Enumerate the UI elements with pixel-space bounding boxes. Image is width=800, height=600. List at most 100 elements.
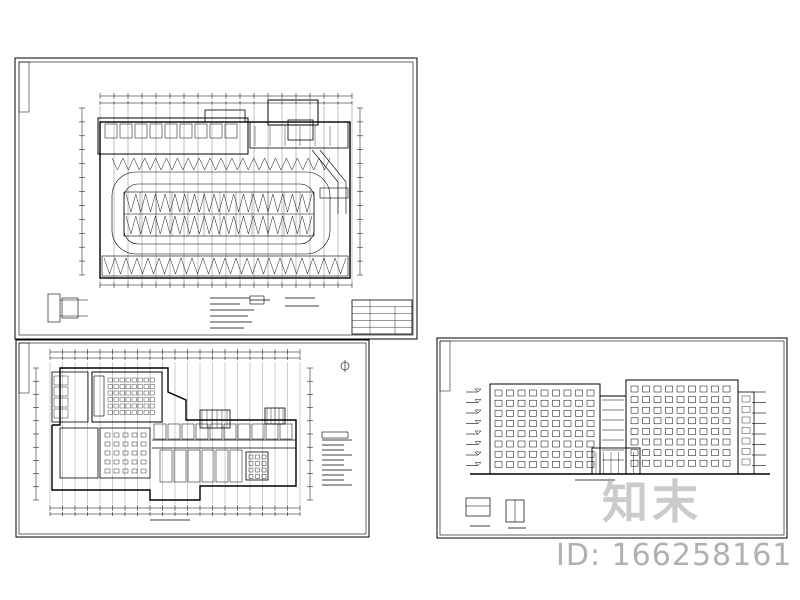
binding-strip xyxy=(439,340,451,392)
window xyxy=(676,438,685,446)
window xyxy=(517,440,526,448)
room xyxy=(59,427,99,479)
window xyxy=(586,430,595,438)
room-cell xyxy=(167,423,181,440)
window xyxy=(630,406,639,414)
window xyxy=(575,420,583,427)
window xyxy=(517,410,526,417)
window xyxy=(529,430,537,438)
room-cell xyxy=(181,423,195,440)
desk xyxy=(113,459,120,465)
window xyxy=(563,461,572,468)
window xyxy=(711,428,719,435)
auditorium-seat xyxy=(119,397,125,402)
desk xyxy=(113,468,120,474)
level-triangle xyxy=(474,441,482,445)
window xyxy=(494,461,503,468)
room-cell xyxy=(237,423,251,440)
parking-stalls xyxy=(125,215,313,235)
auditorium-seat xyxy=(119,377,125,383)
window xyxy=(630,459,639,467)
room xyxy=(287,119,314,141)
level-triangle xyxy=(474,462,482,466)
desk xyxy=(122,441,129,447)
room xyxy=(51,371,89,423)
window xyxy=(517,450,526,458)
window xyxy=(688,396,696,403)
window xyxy=(676,417,685,425)
auditorium-seat xyxy=(113,377,119,383)
auditorium-seat xyxy=(131,384,137,389)
desk xyxy=(140,432,147,438)
room-cell xyxy=(153,423,167,440)
desk xyxy=(131,468,138,474)
desk xyxy=(122,432,129,438)
auditorium-seat xyxy=(149,377,155,383)
window xyxy=(688,459,696,467)
auditorium-seat xyxy=(137,384,143,389)
auditorium-seat xyxy=(131,377,137,383)
window xyxy=(688,428,696,435)
window xyxy=(642,417,650,425)
window xyxy=(665,406,673,414)
desk xyxy=(261,474,267,479)
auditorium-seat xyxy=(149,397,155,402)
desk xyxy=(261,454,267,460)
window xyxy=(653,428,662,435)
window xyxy=(711,449,719,456)
window xyxy=(586,450,595,458)
desk xyxy=(140,441,147,447)
window xyxy=(665,438,673,446)
window xyxy=(699,428,708,435)
window xyxy=(653,459,662,467)
room-cell xyxy=(53,375,69,386)
window xyxy=(540,450,549,458)
auditorium-seat xyxy=(143,410,149,415)
sheet-frame xyxy=(436,337,788,539)
room-cell xyxy=(209,423,223,440)
auditorium-seat xyxy=(113,410,119,415)
sheet-inner-border xyxy=(18,61,414,336)
window xyxy=(741,458,751,466)
ramp-label-box xyxy=(319,187,349,199)
auditorium-seat xyxy=(131,397,137,402)
window xyxy=(552,440,560,448)
auditorium-seat xyxy=(119,390,125,396)
window xyxy=(722,428,731,435)
window xyxy=(586,440,595,448)
window xyxy=(552,450,560,458)
window xyxy=(665,396,673,403)
window xyxy=(552,461,560,468)
level-triangle xyxy=(474,399,482,403)
window xyxy=(540,399,549,407)
window xyxy=(699,417,708,425)
parking-stalls xyxy=(111,157,331,171)
window xyxy=(494,450,503,458)
auditorium-seat xyxy=(125,397,131,402)
window xyxy=(506,410,514,417)
window xyxy=(630,385,639,393)
desk xyxy=(255,461,260,466)
sheet-parking-floor-plan xyxy=(14,57,418,340)
desk xyxy=(140,450,147,456)
window xyxy=(699,459,708,467)
window xyxy=(586,461,595,468)
binding-strip xyxy=(18,61,30,113)
auditorium-seat xyxy=(107,403,113,409)
window xyxy=(688,438,696,446)
room-cell xyxy=(229,449,243,483)
window xyxy=(722,417,731,425)
auditorium-seat xyxy=(119,384,125,389)
auditorium-seat xyxy=(125,410,131,415)
auditorium-seat xyxy=(137,397,143,402)
window xyxy=(575,430,583,438)
window xyxy=(642,449,650,456)
room-cell xyxy=(215,449,229,483)
window xyxy=(665,385,673,393)
window xyxy=(506,430,514,438)
window xyxy=(722,406,731,414)
room-cell xyxy=(179,123,193,139)
room-cell xyxy=(187,449,201,483)
sheet-inner-border xyxy=(439,340,785,536)
auditorium-seat xyxy=(137,377,143,383)
